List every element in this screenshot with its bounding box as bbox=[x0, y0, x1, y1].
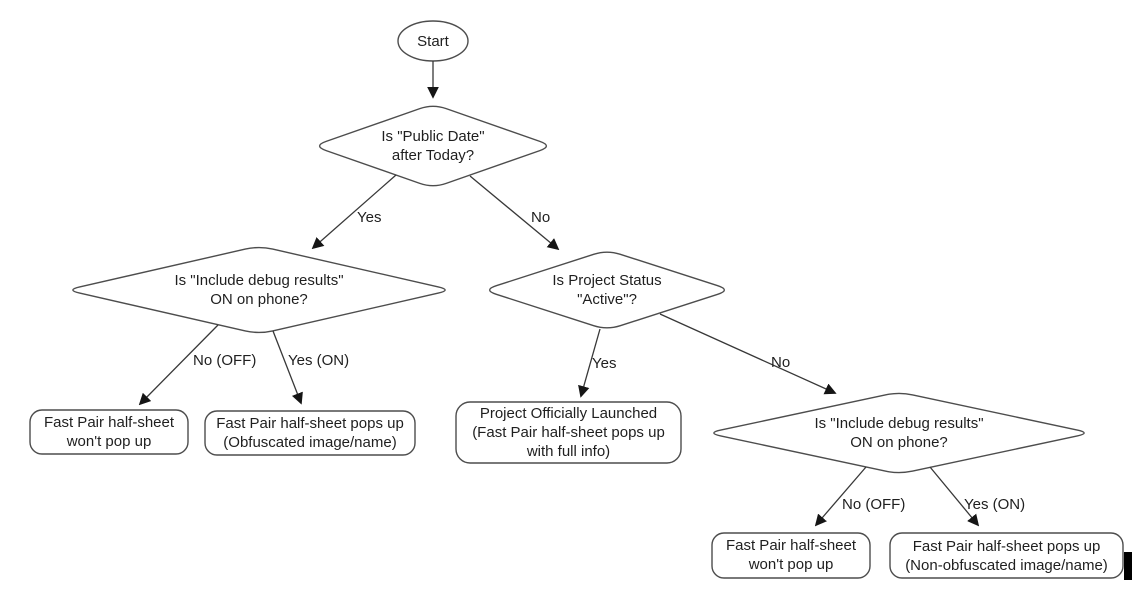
arrow-debug-left-no bbox=[138, 324, 219, 406]
arrow-public-date-no bbox=[469, 175, 560, 251]
connector-layer bbox=[138, 61, 980, 527]
start-node bbox=[397, 20, 469, 62]
arrow-public-date-yes bbox=[311, 174, 397, 250]
decision-debug-left bbox=[72, 246, 446, 334]
text-cursor-artifact bbox=[1124, 552, 1132, 580]
result-non-obfuscated bbox=[889, 532, 1124, 579]
decision-debug-right bbox=[713, 392, 1085, 474]
arrow-project-status-no bbox=[659, 313, 837, 395]
decision-project-status bbox=[488, 251, 726, 329]
arrow-debug-right-no bbox=[814, 466, 867, 527]
shape-layer bbox=[29, 20, 1124, 579]
result-launched bbox=[455, 401, 682, 464]
result-wont-popup-left bbox=[29, 409, 189, 455]
decision-public-date bbox=[318, 105, 548, 187]
result-wont-popup-right bbox=[711, 532, 871, 579]
arrow-debug-right-yes bbox=[929, 466, 980, 527]
result-obfuscated bbox=[204, 410, 416, 456]
arrow-debug-left-yes bbox=[272, 330, 303, 405]
arrow-project-status-yes bbox=[578, 328, 601, 398]
